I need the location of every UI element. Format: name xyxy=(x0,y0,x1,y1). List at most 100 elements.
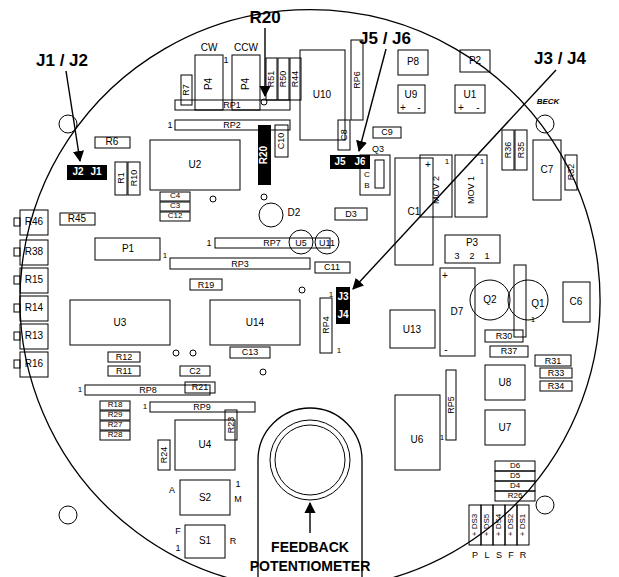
part-label: C7 xyxy=(541,165,554,175)
callout-label: J1 / J2 xyxy=(36,52,88,69)
component-outline xyxy=(563,282,590,322)
part-label: P8 xyxy=(407,57,419,67)
part-label: S2 xyxy=(199,493,211,503)
part-label: - xyxy=(417,103,420,113)
component-outline xyxy=(360,155,390,195)
component-outline xyxy=(469,505,481,545)
part-label: R16 xyxy=(25,359,43,369)
part-label: R xyxy=(520,551,527,560)
callout-label: R20 xyxy=(249,9,280,26)
component-outlines xyxy=(14,40,590,558)
component-outline xyxy=(100,421,130,430)
part-label: - xyxy=(444,345,447,355)
component-outline xyxy=(420,155,452,217)
part-label: L xyxy=(484,551,489,560)
part-label: E xyxy=(364,160,369,168)
part-label: U11 xyxy=(319,239,335,248)
component-outline xyxy=(100,431,130,440)
part-label: U6 xyxy=(411,435,424,445)
part-label: R10 xyxy=(130,170,139,187)
part-label: P xyxy=(472,551,478,560)
component-outline xyxy=(175,100,290,110)
component-outline xyxy=(95,238,160,260)
part-label: R21 xyxy=(192,383,209,392)
part-label: U3 xyxy=(114,318,127,328)
part-label: R27 xyxy=(108,421,123,429)
part-label: D3 xyxy=(345,210,357,219)
part-label: D2 xyxy=(288,208,301,218)
part-label: R29 xyxy=(108,411,123,419)
part-label: + DS2 xyxy=(507,514,515,536)
part-label: + xyxy=(442,271,448,281)
component-circle xyxy=(315,230,339,254)
part-label: 1 xyxy=(206,239,211,248)
part-label: Q2 xyxy=(483,295,496,305)
part-label: RP1 xyxy=(223,101,241,110)
component-outline xyxy=(290,58,301,100)
component-outline xyxy=(70,300,170,345)
part-label: 1 xyxy=(167,121,172,130)
component-outline xyxy=(398,85,425,113)
component-outline xyxy=(14,304,20,312)
component-outline xyxy=(338,120,350,150)
part-label: C2 xyxy=(189,367,201,376)
component-outline xyxy=(160,202,190,211)
component-outline xyxy=(390,310,435,348)
part-label: - xyxy=(476,103,479,113)
part-label: J2 xyxy=(72,167,83,177)
component-outline xyxy=(395,158,433,265)
part-label: B xyxy=(364,182,369,190)
part-label: A xyxy=(169,486,175,495)
component-outline xyxy=(373,127,401,138)
component-outline xyxy=(505,505,517,545)
component-circle xyxy=(270,420,350,500)
component-outline xyxy=(14,218,20,226)
component-circle xyxy=(261,99,267,105)
component-outline xyxy=(14,248,20,256)
part-label: R44 xyxy=(291,71,300,88)
component-outline xyxy=(495,491,535,501)
component-circle xyxy=(259,203,283,227)
part-label: F xyxy=(175,527,181,536)
component-outline xyxy=(20,268,48,293)
leader-line xyxy=(66,71,80,161)
component-outline xyxy=(565,155,577,190)
component-circle xyxy=(59,506,77,524)
part-label: U5 xyxy=(295,239,307,248)
part-label: 1 xyxy=(337,347,341,355)
part-label: U9 xyxy=(405,90,418,100)
part-label: RP5 xyxy=(447,396,456,414)
part-label: J4 xyxy=(337,310,348,320)
component-outline xyxy=(320,298,332,353)
component-outline xyxy=(315,262,350,273)
component-outline xyxy=(485,330,523,342)
component-outline xyxy=(455,155,487,217)
component-outline xyxy=(495,471,535,481)
component-outline xyxy=(60,213,95,225)
part-label: J6 xyxy=(354,157,365,167)
part-label: C4 xyxy=(170,192,180,200)
part-label: P4 xyxy=(241,78,251,90)
part-label: RP9 xyxy=(193,403,211,412)
leader-line xyxy=(309,503,310,533)
part-label: R24 xyxy=(160,447,169,464)
leader-line xyxy=(353,70,556,289)
part-label: R13 xyxy=(25,331,43,341)
part-label: C3 xyxy=(170,202,180,210)
component-outline xyxy=(20,240,48,265)
part-label: + DS3 xyxy=(471,514,479,536)
part-label: R30 xyxy=(496,332,513,341)
component-circle xyxy=(190,350,196,356)
part-label: BECK xyxy=(537,98,560,106)
part-label: + xyxy=(400,103,406,113)
jumper-block xyxy=(330,155,370,169)
component-outline xyxy=(540,368,572,378)
part-label: R38 xyxy=(25,247,43,257)
component-outline xyxy=(278,58,289,100)
part-label: U14 xyxy=(246,318,264,328)
component-circle xyxy=(261,194,267,200)
component-outline xyxy=(460,50,490,72)
part-label: RP3 xyxy=(231,260,249,269)
component-circle xyxy=(536,496,554,514)
